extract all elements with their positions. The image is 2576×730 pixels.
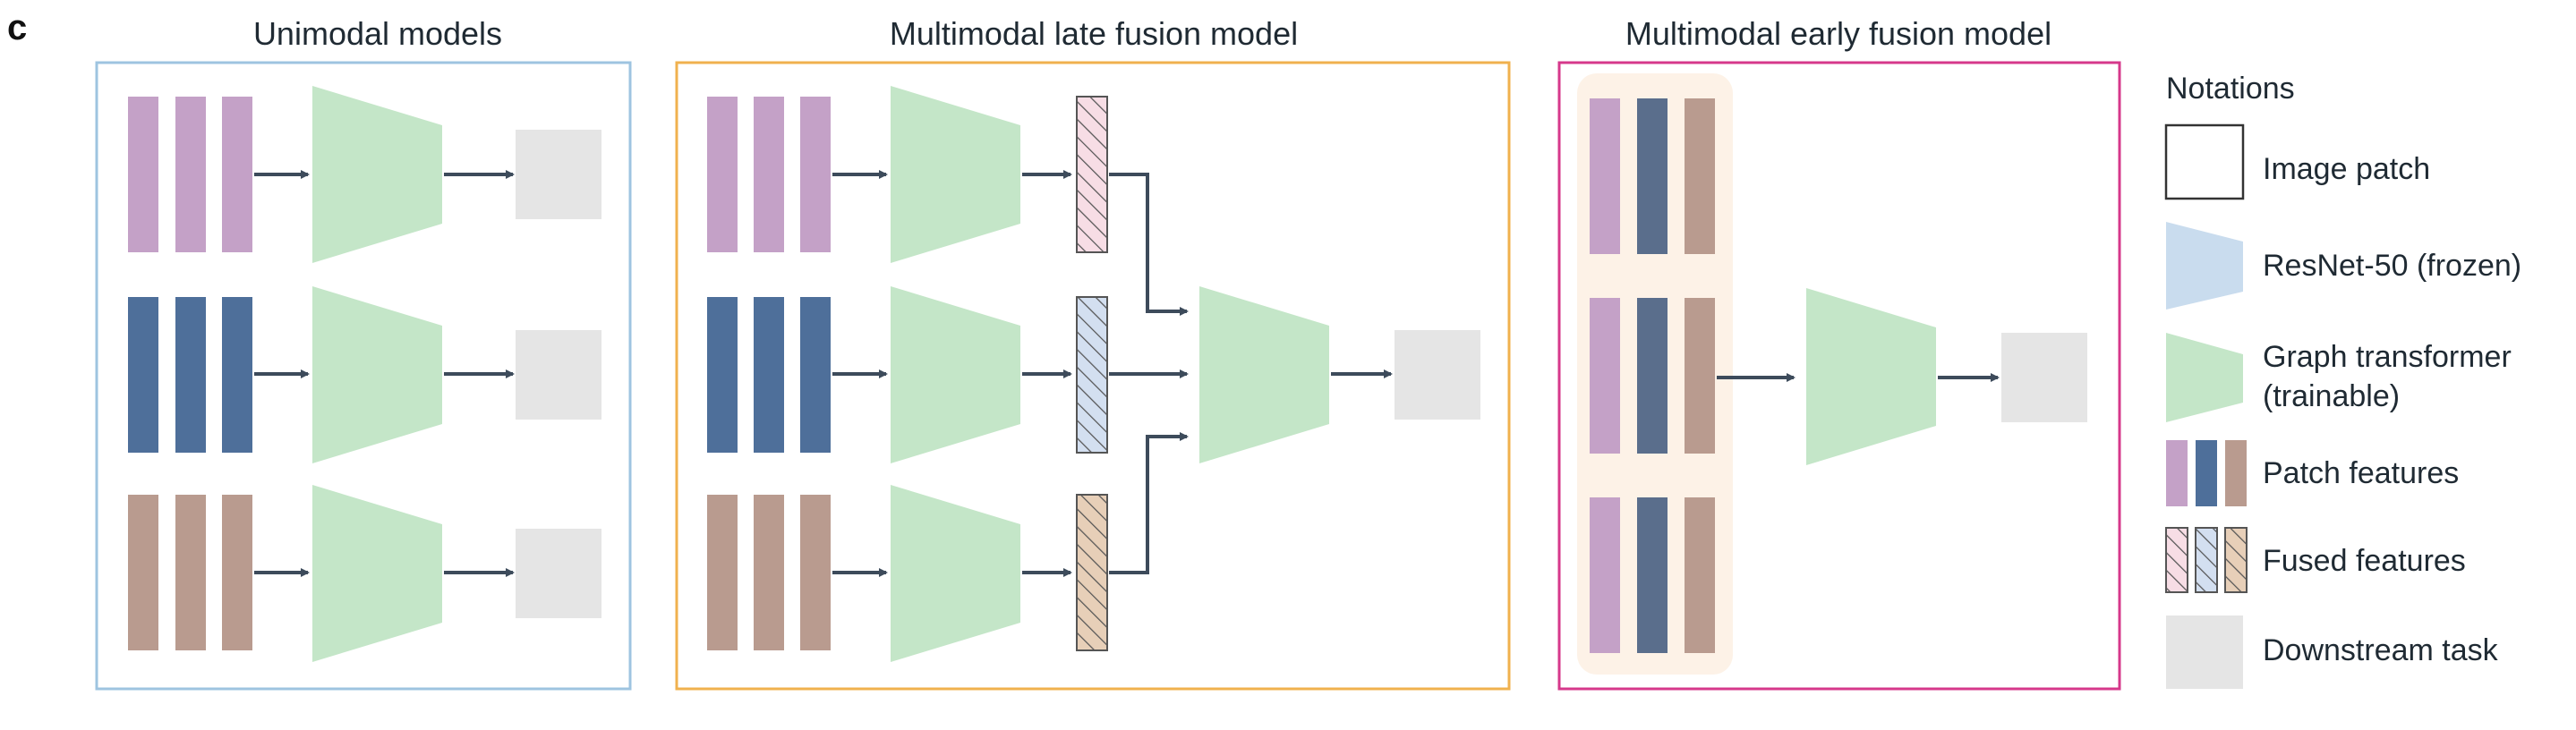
legend-fused-features-label: Fused features (2263, 544, 2466, 578)
legend-graph-transformer-swatch (2166, 333, 2243, 422)
graph-transformer-trapezoid (891, 86, 1020, 263)
legend-patch-feature-brown (2225, 440, 2247, 506)
legend-fused-feature-pink (2165, 527, 2188, 593)
late-fusion-panel: Multimodal late fusion model (675, 15, 1511, 691)
early-fusion-title: Multimodal early fusion model (1625, 15, 2051, 52)
downstream-task-box (1395, 330, 1480, 420)
legend-graph-transformer-label-line2: (trainable) (2263, 379, 2400, 413)
downstream-task-box (516, 330, 601, 420)
patch-feature-bar-purple (222, 97, 252, 252)
patch-feature-bar-blue (222, 297, 252, 453)
legend-patch-features-label: Patch features (2263, 456, 2459, 490)
legend-resnet-label: ResNet-50 (frozen) (2263, 249, 2521, 283)
legend-image-patch-label: Image patch (2263, 152, 2430, 186)
patch-feature-bar-blue (1637, 298, 1668, 454)
patch-feature-bar-purple (175, 97, 206, 252)
legend-graph-transformer-label-line1: Graph transformer (2263, 340, 2512, 374)
patch-feature-bar-brown (222, 495, 252, 650)
unimodal-panel: Unimodal models (95, 15, 632, 691)
graph-transformer-trapezoid (312, 286, 442, 463)
patch-feature-bar-brown (754, 495, 784, 650)
patch-feature-bar-purple (128, 97, 158, 252)
panel-letter: c (7, 8, 27, 47)
arrow (1109, 173, 1189, 316)
downstream-task-box (2001, 333, 2087, 422)
legend-patch-feature-blue (2196, 440, 2217, 506)
downstream-task-box (516, 529, 601, 618)
fused-feature-tan (1076, 494, 1108, 651)
notations-legend: Notations Image patch ResNet-50 (frozen)… (2164, 72, 2521, 689)
graph-transformer-trapezoid (1806, 288, 1936, 465)
legend-fused-feature-blue (2195, 527, 2218, 593)
unimodal-title: Unimodal models (253, 15, 502, 52)
patch-feature-bar-brown (707, 495, 738, 650)
patch-feature-bar-blue (175, 297, 206, 453)
patch-feature-bar-brown (175, 495, 206, 650)
early-fusion-panel: Multimodal early fusion model (1557, 15, 2121, 691)
fused-feature-blue (1076, 296, 1108, 454)
patch-feature-bar-blue (800, 297, 831, 453)
patch-feature-bar-blue (754, 297, 784, 453)
graph-transformer-trapezoid (312, 485, 442, 662)
patch-feature-bar-brown (1685, 98, 1715, 254)
graph-transformer-trapezoid (891, 485, 1020, 662)
legend-image-patch-swatch (2164, 123, 2245, 200)
legend-downstream-label: Downstream task (2263, 633, 2499, 667)
late-fusion-title: Multimodal late fusion model (890, 15, 1298, 52)
legend-downstream-swatch (2166, 615, 2243, 689)
fused-feature-pink (1076, 96, 1108, 253)
legend-fused-feature-tan (2224, 527, 2248, 593)
unimodal-frame (95, 61, 632, 691)
patch-feature-bar-brown (800, 495, 831, 650)
late-fusion-frame (675, 61, 1511, 691)
arrow (1109, 432, 1189, 574)
patch-feature-bar-purple (800, 97, 831, 252)
patch-feature-bar-brown (128, 495, 158, 650)
patch-feature-bar-purple (754, 97, 784, 252)
legend-patch-feature-purple (2166, 440, 2188, 506)
notations-title: Notations (2166, 72, 2295, 106)
early-fusion-frame (1557, 61, 2121, 691)
graph-transformer-trapezoid (1199, 286, 1329, 463)
patch-feature-bar-blue (1637, 98, 1668, 254)
patch-feature-bar-purple (707, 97, 738, 252)
patch-feature-bar-purple (1590, 98, 1620, 254)
patch-feature-bar-brown (1685, 298, 1715, 454)
patch-feature-bar-blue (128, 297, 158, 453)
downstream-task-box (516, 130, 601, 219)
patch-feature-bar-brown (1685, 497, 1715, 653)
patch-feature-bar-purple (1590, 497, 1620, 653)
legend-resnet-swatch (2166, 222, 2243, 310)
graph-transformer-trapezoid (312, 86, 442, 263)
patch-feature-bar-blue (707, 297, 738, 453)
patch-feature-bar-blue (1637, 497, 1668, 653)
graph-transformer-trapezoid (891, 286, 1020, 463)
patch-feature-bar-purple (1590, 298, 1620, 454)
